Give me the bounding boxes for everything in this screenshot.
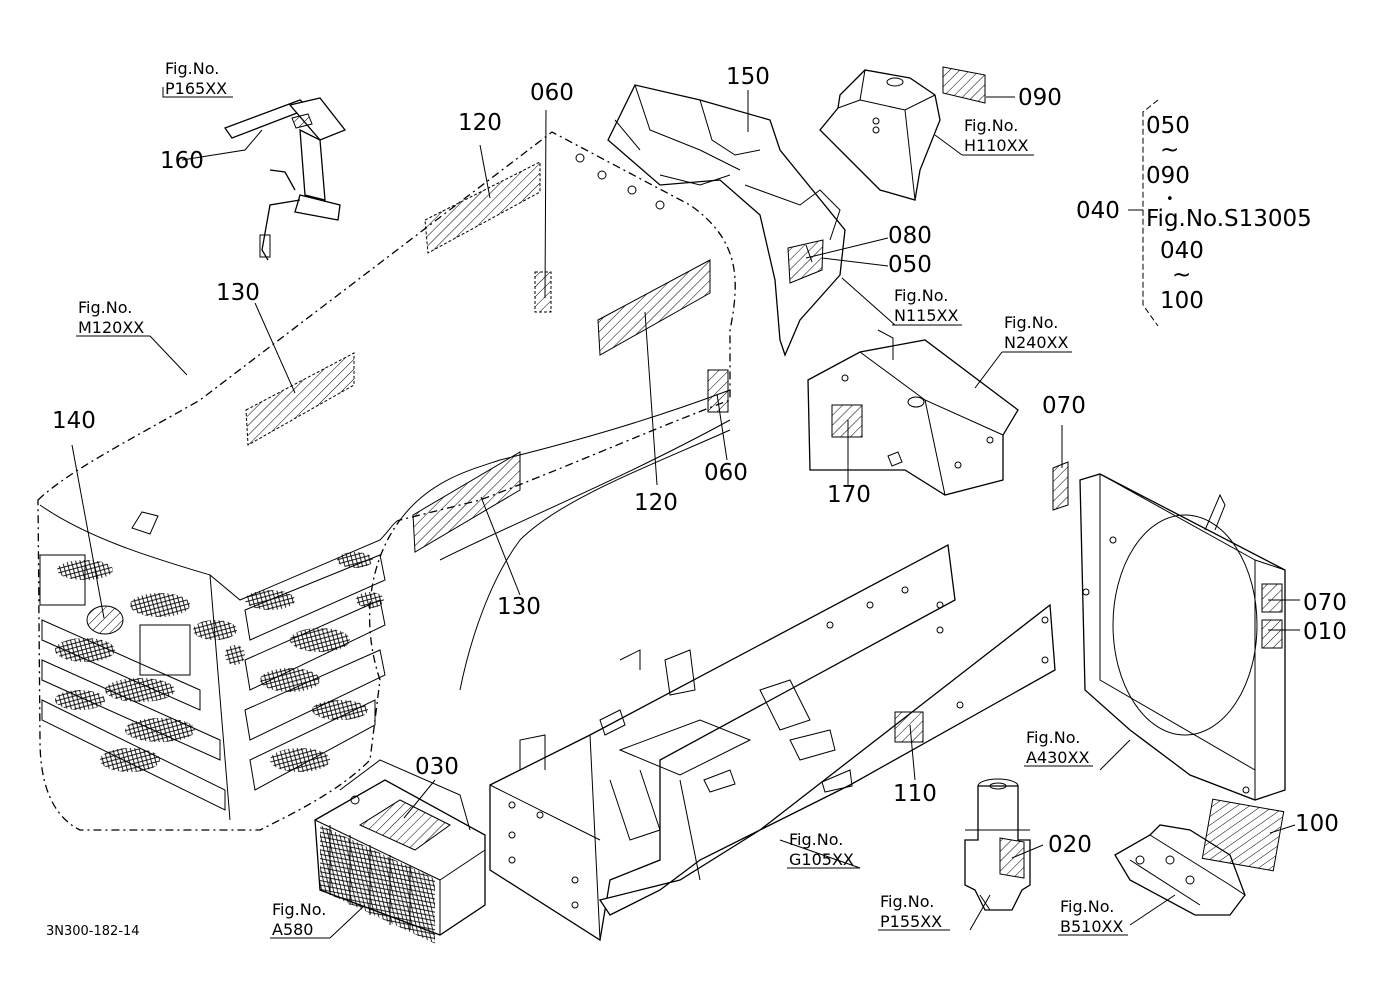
callout-130: 130	[216, 280, 260, 306]
fig-ref-title: Fig.No.	[1004, 313, 1058, 332]
fig-ref-code: A430XX	[1026, 748, 1089, 767]
callout-120: 120	[634, 490, 678, 516]
fig-ref-code: P165XX	[165, 79, 227, 98]
bracket-160	[223, 97, 347, 261]
leader-lines	[71, 87, 1300, 939]
callout-090: 090	[1018, 85, 1062, 111]
fig-ref-code: N240XX	[1004, 333, 1068, 352]
fig-ref-code: G105XX	[789, 850, 854, 869]
fan-shroud	[1052, 461, 1286, 801]
callout-160: 160	[160, 148, 204, 174]
callout-130: 130	[497, 594, 541, 620]
callout-060: 060	[530, 80, 574, 106]
legend-parent: 040	[1076, 198, 1120, 224]
callout-100: 100	[1295, 811, 1339, 837]
fig-ref-title: Fig.No.	[78, 298, 132, 317]
battery	[314, 759, 486, 944]
drawing-code: 3N300-182-14	[46, 924, 140, 939]
callout-140: 140	[52, 408, 96, 434]
fig-ref-title: Fig.No.	[880, 892, 934, 911]
fig-ref-code: N115XX	[894, 306, 958, 325]
legend-lower-to: 100	[1160, 288, 1204, 314]
callout-020: 020	[1048, 832, 1092, 858]
legend-upper-tilde: ~	[1160, 137, 1179, 163]
fig-ref-title: Fig.No.	[894, 286, 948, 305]
fig-ref-title: Fig.No.	[1060, 897, 1114, 916]
fig-ref-code: P155XX	[880, 912, 942, 931]
fig-ref-code: H110XX	[964, 136, 1029, 155]
box-100	[1114, 798, 1285, 916]
callout-060: 060	[704, 460, 748, 486]
fig-ref-title: Fig.No.	[1026, 728, 1080, 747]
coupling	[964, 778, 1031, 911]
fig-ref-title: Fig.No.	[789, 830, 843, 849]
callout-170: 170	[827, 482, 871, 508]
legend-lower-from: 040	[1160, 238, 1204, 264]
callout-050: 050	[888, 252, 932, 278]
callout-labels: 160 120 060 150 090 130 080 050 140 120 …	[52, 64, 1347, 858]
fig-ref-title: Fig.No.	[165, 59, 219, 78]
legend-upper-from: 050	[1146, 113, 1190, 139]
callout-030: 030	[415, 754, 459, 780]
callout-070: 070	[1042, 393, 1086, 419]
fig-ref-code: M120XX	[78, 318, 144, 337]
fig-references: Fig.No. P165XX Fig.No. H110XX Fig.No. M1…	[78, 59, 1123, 939]
panel-150	[607, 84, 846, 357]
legend: 040 050 ~ 090 • Fig.No.S13005 040 ~ 100	[1076, 113, 1312, 314]
fig-ref-title: Fig.No.	[964, 116, 1018, 135]
fig-ref-code: B510XX	[1060, 917, 1123, 936]
callout-010: 010	[1303, 619, 1347, 645]
callout-070: 070	[1303, 590, 1347, 616]
fig-ref-code: A580	[272, 920, 313, 939]
legend-ref: Fig.No.S13005	[1146, 206, 1312, 232]
legend-upper-to: 090	[1146, 163, 1190, 189]
callout-150: 150	[726, 64, 770, 90]
legend-dot: •	[1166, 192, 1174, 207]
legend-lower-tilde: ~	[1172, 262, 1191, 288]
callout-080: 080	[888, 223, 932, 249]
callout-120: 120	[458, 110, 502, 136]
hood	[37, 131, 736, 831]
frame	[489, 543, 1056, 942]
fig-ref-title: Fig.No.	[272, 900, 326, 919]
legend-bracket	[1128, 99, 1159, 327]
bracket-170	[807, 329, 1019, 496]
callout-110: 110	[893, 781, 937, 807]
bracket-090	[819, 66, 986, 201]
